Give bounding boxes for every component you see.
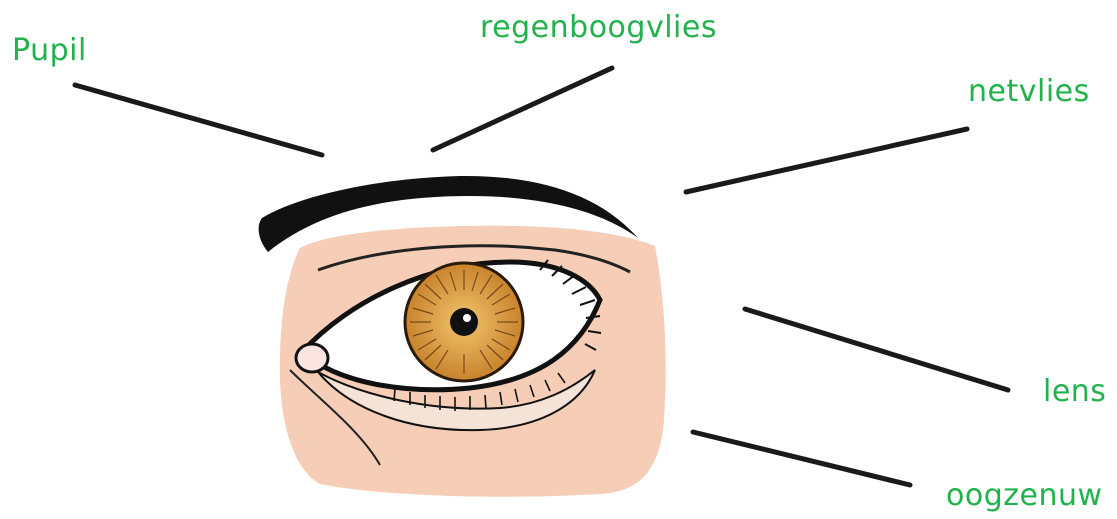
label-iris: regenboogvlies [480, 13, 717, 43]
pointer-line-iris [433, 68, 612, 150]
label-lens: lens [1043, 377, 1106, 407]
label-pupil: Pupil [12, 36, 87, 66]
pointer-line-optic-nerve [693, 432, 910, 485]
pointer-line-pupil [75, 85, 322, 155]
pupil [450, 308, 478, 336]
tear-duct [296, 344, 328, 372]
pointer-line-retina [686, 129, 967, 192]
pupil-highlight [463, 314, 471, 322]
pointer-line-lens [745, 309, 1008, 390]
label-retina: netvlies [968, 77, 1090, 107]
label-optic-nerve: oogzenuw [946, 481, 1103, 511]
